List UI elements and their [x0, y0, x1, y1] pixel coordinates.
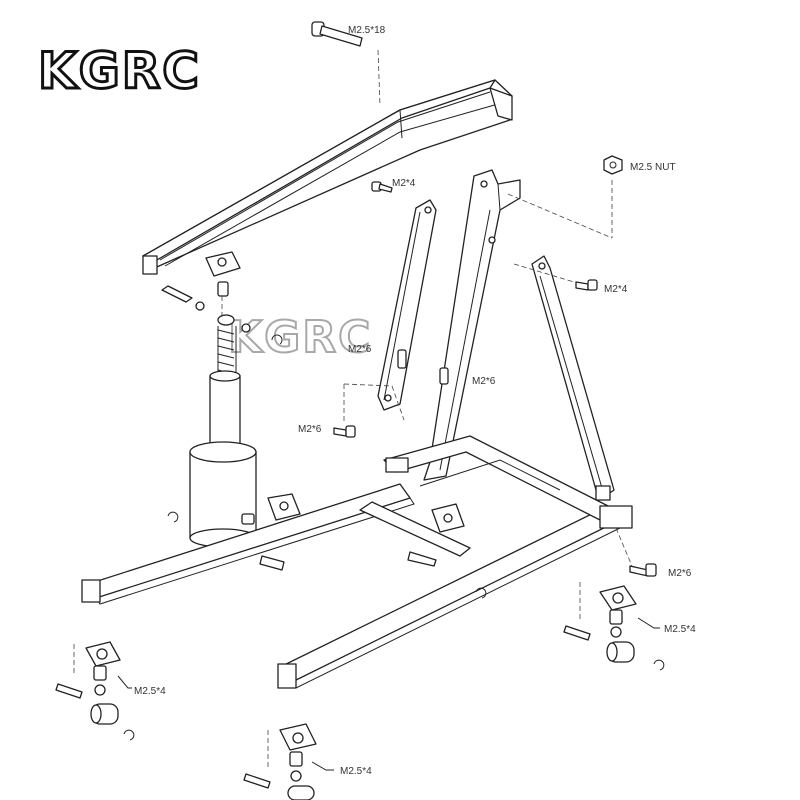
- nut-label: M2.5 NUT: [630, 162, 676, 173]
- left-caster: M2.5*4: [55, 641, 166, 741]
- mast: [423, 169, 521, 481]
- base-bracket: [241, 493, 465, 533]
- rear-foot-screw: M2*6: [615, 527, 692, 579]
- nut-icon: [603, 155, 623, 175]
- caster-wheel-icon: [90, 703, 119, 725]
- left-screw: M2*6: [298, 384, 356, 438]
- front-caster: M2.5*4: [243, 723, 372, 800]
- base-frame: [81, 435, 633, 689]
- rear-caster: M2.5*4: [563, 582, 696, 671]
- rear-foot-screw-label: M2*6: [668, 568, 692, 579]
- caster-wheel-icon: [606, 641, 635, 663]
- nut: M2.5 NUT: [507, 155, 676, 239]
- caster-wheel-icon: [287, 785, 315, 800]
- e-clip-icon: [653, 659, 665, 671]
- bolt-icon: [311, 21, 363, 47]
- rear-brace-screw-label: M2*4: [604, 284, 628, 295]
- e-clip-icon: [123, 729, 135, 741]
- front-caster-label: M2.5*4: [340, 766, 372, 777]
- boom-bolt-label: M2.5*18: [348, 25, 386, 36]
- e-clip-icon: [475, 587, 487, 599]
- brace-top-screw: M2*4: [371, 178, 416, 193]
- boom-arm: [142, 79, 513, 275]
- brace-top-screw-label: M2*4: [392, 178, 416, 189]
- jack-screw-label: M2*6: [348, 344, 372, 355]
- jack-screw: M2*6: [343, 344, 407, 421]
- jack-pin: [161, 285, 283, 345]
- left-caster-label: M2.5*4: [134, 686, 166, 697]
- boom-bolt: M2.5*18: [311, 21, 386, 107]
- screw-icon: [371, 181, 393, 193]
- e-clip-icon: [167, 511, 179, 523]
- rear-caster-label: M2.5*4: [664, 624, 696, 635]
- base-pins: [259, 551, 487, 599]
- brand-logo: KGRC: [38, 42, 201, 100]
- brace-arm: [377, 199, 437, 411]
- brand-watermark: KGRC: [228, 312, 372, 363]
- rear-brace: [531, 255, 615, 501]
- mast-screw: M2*6: [439, 367, 496, 387]
- boom-bracket: [205, 251, 241, 318]
- left-screw-label: M2*6: [298, 424, 322, 435]
- rear-brace-screw: M2*4: [513, 263, 628, 295]
- e-clip-icon: [271, 334, 283, 345]
- mast-screw-label: M2*6: [472, 376, 496, 387]
